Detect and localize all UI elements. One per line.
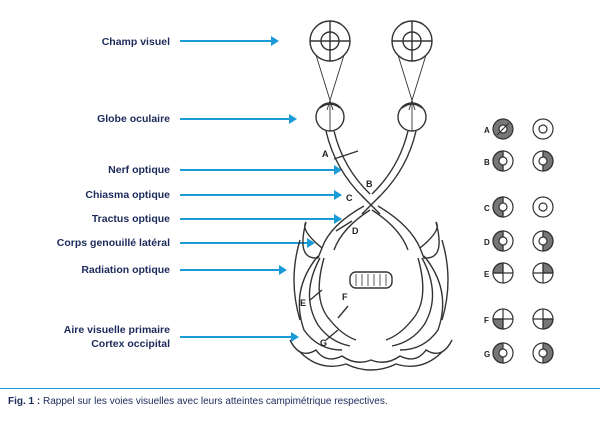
visual-field-left [309,20,351,62]
defect-letter-g: G [484,350,490,359]
arrow-corps-genouille [180,238,315,248]
defect-letter-c: C [484,204,490,213]
arrow-nerf-optique [180,165,342,175]
label-radiation-optique: Radiation optique [81,264,170,276]
eyeball-right [397,102,427,132]
lesion-letter-g: G [320,338,327,348]
field-defect-chart [492,118,554,364]
lesion-letter-b: B [366,179,373,189]
figure-caption: Fig. 1 : Rappel sur les voies visuelles … [8,396,598,407]
caption-text: Rappel sur les voies visuelles avec leur… [40,396,388,407]
caption-prefix: Fig. 1 : [8,396,41,407]
lesion-letter-e: E [300,298,306,308]
defect-row-c [492,196,554,218]
eyeball-left [315,102,345,132]
defect-row-d [492,230,554,252]
lesion-letter-a: A [322,149,329,159]
arrow-aire-visuelle [180,332,299,342]
arrow-globe-oculaire [180,114,297,124]
lesion-letter-c: C [346,193,353,203]
defect-row-g [492,342,554,364]
label-chiasma-optique: Chiasma optique [85,189,170,201]
defect-letter-d: D [484,238,490,247]
lesion-letter-d: D [352,226,359,236]
visual-pathway-diagram: A B C D E F G [289,20,554,371]
defect-letter-a: A [484,126,490,135]
defect-letter-f: F [484,316,489,325]
defect-letter-e: E [484,270,490,279]
lesion-letter-f: F [342,292,348,302]
defect-letter-b: B [484,158,490,167]
defect-row-a [492,118,554,140]
arrow-radiation-optique [180,265,287,275]
defect-row-f [492,308,554,330]
visual-field-right [391,20,433,62]
arrow-tractus-optique [180,214,342,224]
label-corps-genouille: Corps genouillé latéral [56,237,170,249]
arrow-champ-visuel [180,36,279,46]
figure: Champ visuel Globe oculaire Nerf optique… [0,20,600,389]
label-tractus-optique: Tractus optique [91,213,170,225]
defect-row-b [492,150,554,172]
label-cortex-occipital: Cortex occipital [91,338,170,350]
label-globe-oculaire: Globe oculaire [97,113,170,125]
defect-row-e [492,262,554,284]
label-champ-visuel: Champ visuel [101,36,170,48]
arrow-chiasma-optique [180,190,342,200]
label-nerf-optique: Nerf optique [108,164,170,176]
label-aire-visuelle: Aire visuelle primaire [63,324,170,336]
